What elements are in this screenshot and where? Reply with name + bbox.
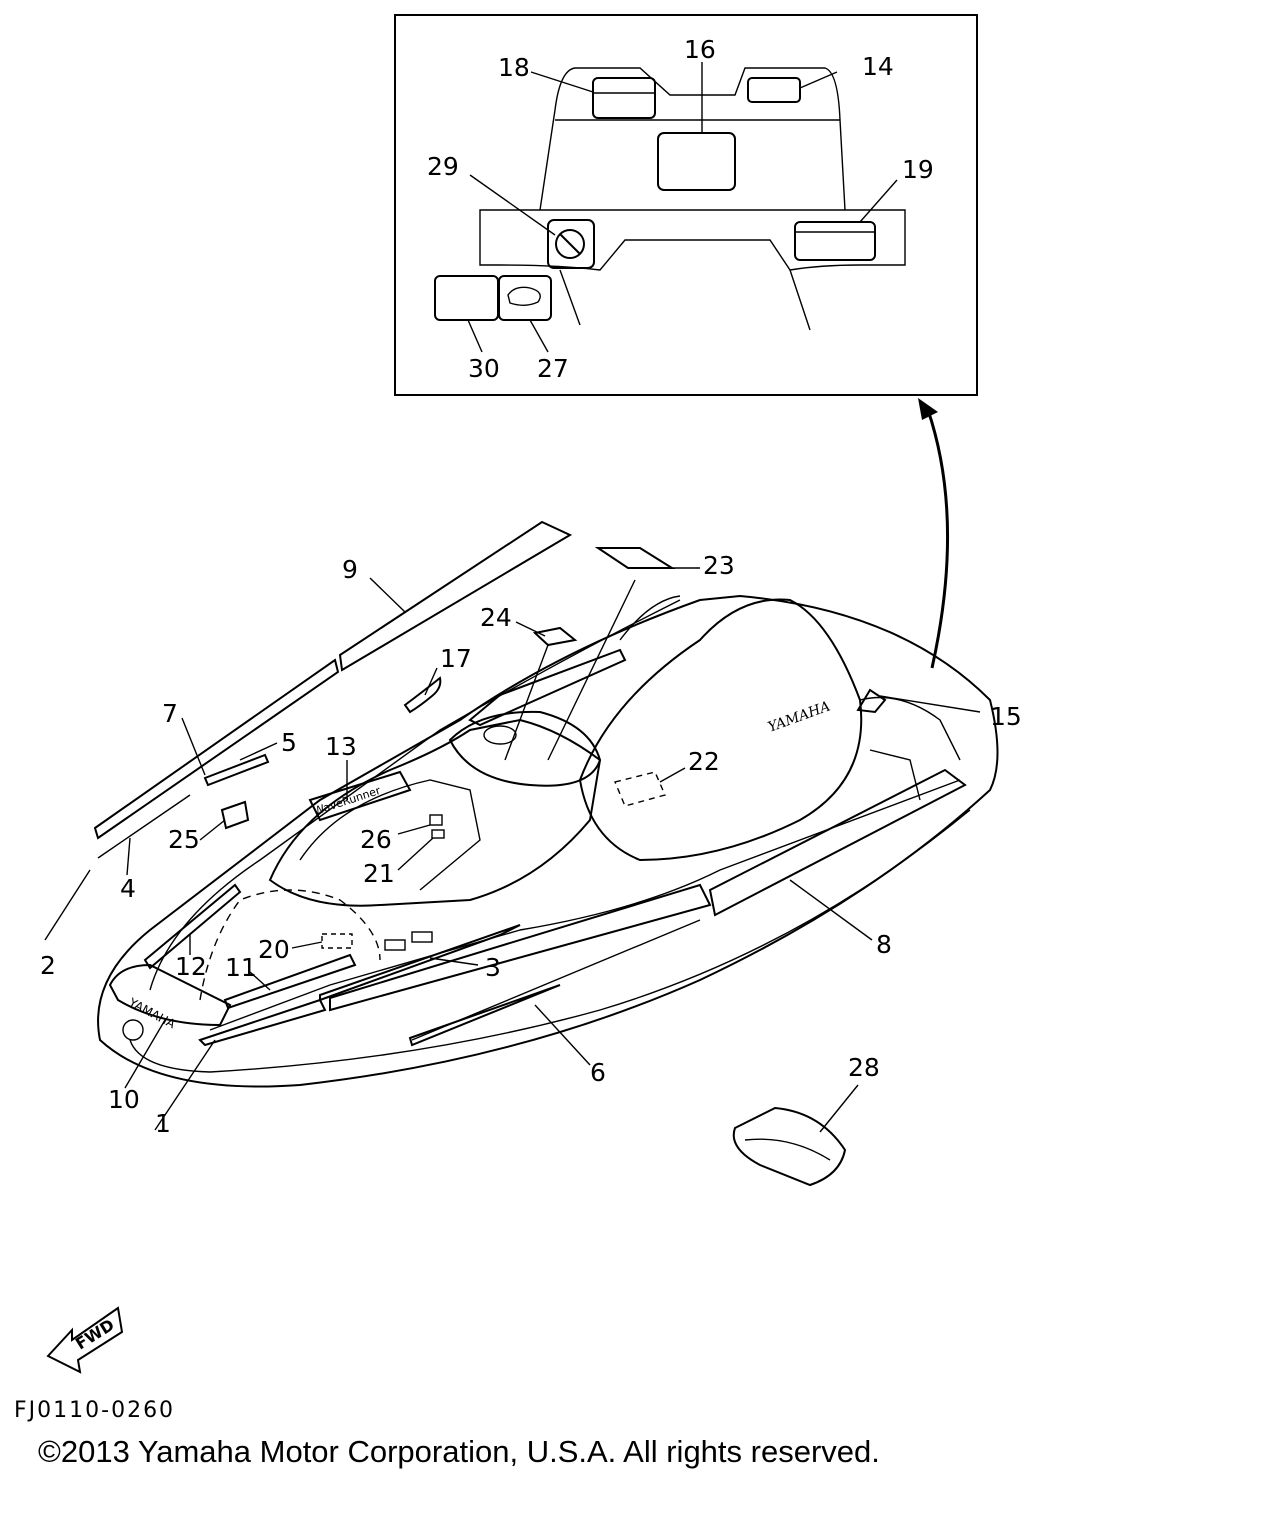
- callout-11: 11: [225, 953, 257, 982]
- diagram-code: FJ0110-0260: [14, 1398, 176, 1423]
- callout-28: 28: [848, 1053, 880, 1082]
- callout-29: 29: [427, 152, 459, 181]
- label-19: [794, 221, 876, 261]
- callout-18: 18: [498, 53, 530, 82]
- callout-25: 25: [168, 825, 200, 854]
- callout-3: 3: [485, 953, 501, 982]
- callout-9: 9: [342, 555, 358, 584]
- callout-4: 4: [120, 874, 136, 903]
- callout-14: 14: [862, 52, 894, 81]
- callout-19: 19: [902, 155, 934, 184]
- fwd-arrow-icon: FWD: [46, 1306, 124, 1374]
- callout-12: 12: [175, 952, 207, 981]
- callout-7: 7: [162, 699, 178, 728]
- label-29: [547, 219, 595, 269]
- callout-22: 22: [688, 747, 720, 776]
- label-29-icon: [555, 229, 585, 259]
- callout-numbers: 1 2 3 4 5 6 7 8 9 10 11 12 13 15 17 20 2…: [40, 551, 1022, 1138]
- copyright-notice: ©2013 Yamaha Motor Corporation, U.S.A. A…: [38, 1434, 880, 1469]
- callout-5: 5: [281, 728, 297, 757]
- watercraft-hull: YAMAHA YAMAHA WaveRunner: [93, 520, 999, 1088]
- label-16: [657, 132, 736, 191]
- hull-brand-text: YAMAHA: [126, 995, 179, 1032]
- callout-10: 10: [108, 1085, 140, 1114]
- inset-detail-box: 18 16 14 29 19 30 27: [394, 14, 978, 396]
- callout-15: 15: [990, 702, 1022, 731]
- callout-13: 13: [325, 732, 357, 761]
- callout-17: 17: [440, 644, 472, 673]
- callout-2: 2: [40, 951, 56, 980]
- callout-26: 26: [360, 825, 392, 854]
- callout-30: 30: [468, 354, 500, 383]
- callout-20: 20: [258, 935, 290, 964]
- callout-16: 16: [684, 35, 716, 64]
- fwd-label: FWD: [72, 1315, 118, 1353]
- callout-23: 23: [703, 551, 735, 580]
- label-14: [747, 77, 801, 103]
- leader-lines: [44, 567, 981, 1133]
- detail-arrow: [918, 398, 950, 669]
- callout-24: 24: [480, 603, 512, 632]
- callout-8: 8: [876, 930, 892, 959]
- label-27: [498, 275, 552, 321]
- label-18: [592, 77, 656, 119]
- callout-6: 6: [590, 1058, 606, 1087]
- label-30: [434, 275, 499, 321]
- hood-brand-text: YAMAHA: [766, 698, 833, 735]
- callout-21: 21: [363, 859, 395, 888]
- part-28-pad: [732, 1106, 847, 1187]
- callout-27: 27: [537, 354, 569, 383]
- callout-1: 1: [155, 1109, 171, 1138]
